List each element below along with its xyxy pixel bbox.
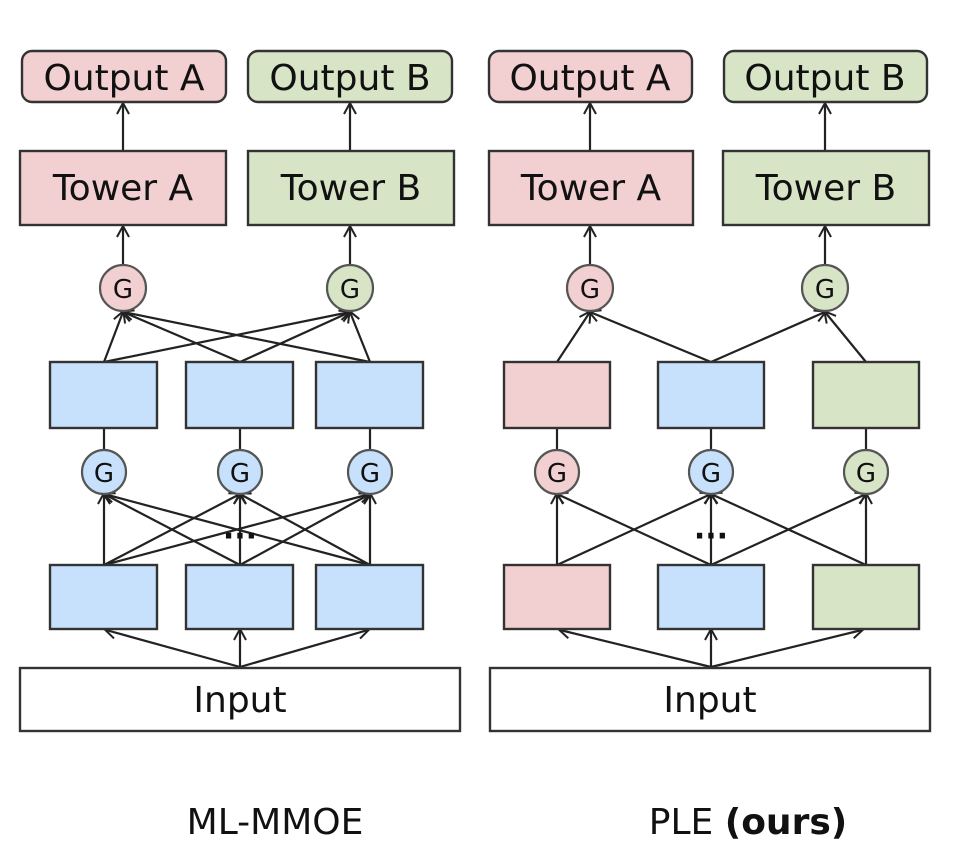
ple-output-a-label: Output A [509, 58, 670, 99]
ple-top-gate-a-label: G [580, 275, 600, 305]
mmoe-top-gate-b-label: G [340, 275, 360, 305]
ple-caption: PLE (ours) [649, 802, 847, 843]
ple-edges [557, 104, 866, 669]
mmoe-output-b: Output B [246, 49, 454, 104]
mmoe-caption: ML-MMOE [187, 802, 364, 843]
ple-tower-a: Tower A [487, 149, 695, 227]
mmoe-input: Input [18, 666, 462, 733]
mmoe-lower-gate-1: G [80, 448, 128, 496]
ple-lower-gate-shared: G [687, 448, 735, 496]
mmoe-input-label: Input [193, 680, 286, 721]
ple-lower-gate-a: G [533, 448, 581, 496]
ple-diagram: Output A Output B Tower A Tower B G G G [487, 49, 932, 733]
ple-upper-expert-b [811, 360, 921, 430]
ple-lower-expert-shared [656, 563, 766, 631]
ple-output-a: Output A [487, 49, 694, 104]
ple-lower-gate-b: G [842, 448, 890, 496]
mmoe-lower-gate-2-label: G [230, 459, 250, 489]
ple-top-gate-b: G [800, 263, 850, 313]
mmoe-tower-a: Tower A [18, 149, 228, 227]
mmoe-output-a: Output A [20, 49, 228, 104]
ple-top-gate-b-label: G [815, 275, 835, 305]
mmoe-tower-b: Tower B [246, 149, 456, 227]
ple-lower-gate-shared-label: G [701, 459, 721, 489]
ple-caption-bold: (ours) [725, 802, 847, 843]
mmoe-tower-a-label: Tower A [52, 168, 194, 209]
mmoe-upper-expert-1 [48, 360, 159, 430]
ple-input: Input [488, 666, 932, 733]
ple-top-gate-a: G [565, 263, 615, 313]
mmoe-top-gate-b: G [325, 263, 375, 313]
ple-upper-expert-shared [656, 360, 766, 430]
mmoe-output-b-label: Output B [269, 58, 430, 99]
ple-lower-gate-a-label: G [547, 459, 567, 489]
mmoe-lower-expert-3 [314, 563, 425, 631]
mmoe-lower-gate-2: G [216, 448, 264, 496]
ple-lower-expert-b [811, 563, 921, 631]
ml-mmoe-diagram: Output A Output B Tower A Tower B G G [18, 49, 462, 733]
mmoe-lower-expert-2 [184, 563, 295, 631]
mmoe-top-gate-a-label: G [113, 275, 133, 305]
ple-input-label: Input [663, 680, 756, 721]
mmoe-top-gate-a: G [98, 263, 148, 313]
mmoe-lower-expert-1 [48, 563, 159, 631]
mmoe-ellipsis: ··· [223, 519, 257, 554]
mmoe-upper-expert-2 [184, 360, 295, 430]
ple-upper-expert-a [502, 360, 612, 430]
ple-tower-a-label: Tower A [520, 168, 662, 209]
mmoe-lower-gate-1-label: G [94, 459, 114, 489]
mmoe-output-a-label: Output A [43, 58, 204, 99]
ple-output-b: Output B [722, 49, 929, 104]
ple-ellipsis: ··· [694, 519, 728, 554]
ple-output-b-label: Output B [744, 58, 905, 99]
mmoe-upper-expert-3 [314, 360, 425, 430]
mmoe-lower-gate-3: G [346, 448, 394, 496]
mmoe-lower-gate-3-label: G [360, 459, 380, 489]
mmoe-tower-b-label: Tower B [280, 168, 421, 209]
ple-lower-gate-b-label: G [856, 459, 876, 489]
ple-tower-b: Tower B [721, 149, 931, 227]
ple-caption-main: PLE [649, 802, 725, 843]
mmoe-edges [104, 104, 370, 669]
ple-tower-b-label: Tower B [755, 168, 896, 209]
ple-lower-expert-a [502, 563, 612, 631]
